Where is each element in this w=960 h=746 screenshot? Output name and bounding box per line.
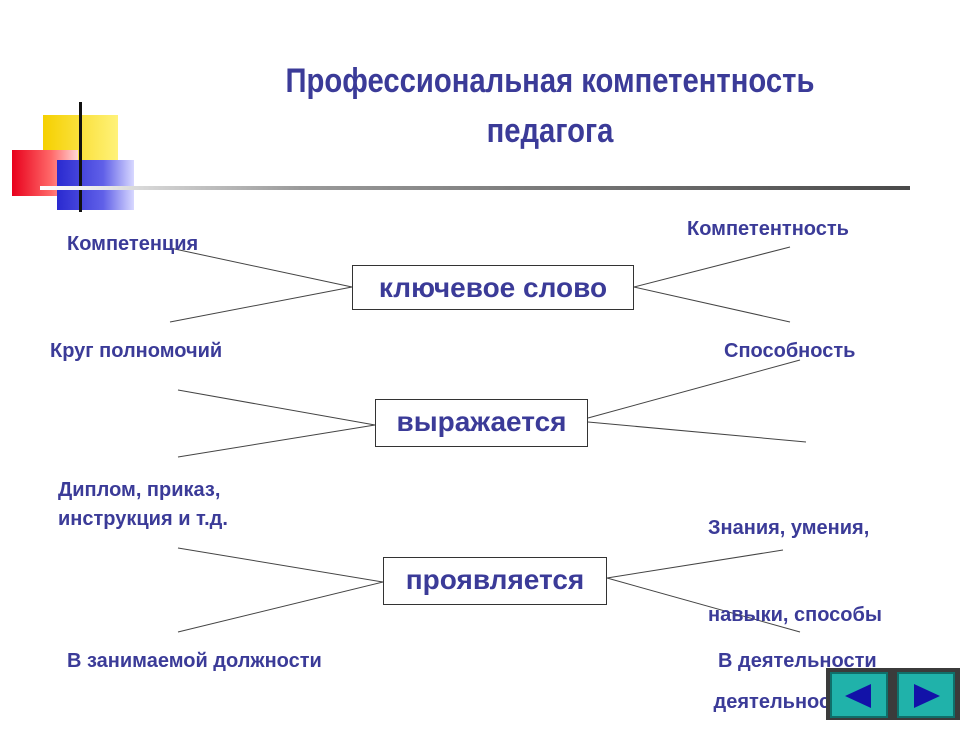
label-knowledge: Знания, умения, навыки, способы деятельн… xyxy=(708,456,882,746)
edge-documents-expressed xyxy=(177,424,376,458)
label-competency: Компетентность xyxy=(687,218,849,240)
connector-lines xyxy=(169,246,807,633)
label-documents-line-2: инструкция и т.д. xyxy=(58,508,228,530)
label-documents: Диплом, приказ, инструкция и т.д. xyxy=(58,476,228,534)
triangle-left-icon xyxy=(845,684,871,708)
edge-ability-keyword xyxy=(633,286,791,323)
node-expressed: выражается xyxy=(375,399,588,447)
title-underline xyxy=(40,186,910,190)
edge-ability-expressed xyxy=(587,359,801,419)
label-knowledge-line-2: навыки, способы xyxy=(708,604,882,626)
edge-competence-keyword xyxy=(169,247,353,288)
label-authority-scope: Круг полномочий xyxy=(50,340,223,362)
edge-competency-keyword xyxy=(633,246,791,288)
label-documents-line-1: Диплом, приказ, xyxy=(58,479,221,501)
decor-vertical-bar xyxy=(79,102,82,212)
node-manifested: проявляется xyxy=(383,557,607,605)
edge-position-manifested xyxy=(177,581,384,633)
edge-knowledge-expressed xyxy=(587,421,807,443)
next-slide-button[interactable] xyxy=(897,672,955,718)
slide-title-line-2: педагога xyxy=(486,112,614,150)
label-knowledge-line-3: деятельности xyxy=(708,691,853,713)
triangle-right-icon xyxy=(914,684,940,708)
label-competence: Компетенция xyxy=(67,233,199,255)
label-knowledge-line-1: Знания, умения, xyxy=(708,517,870,539)
label-in-position: В занимаемой должности xyxy=(67,650,322,672)
edge-authority-keyword xyxy=(169,286,353,323)
edge-knowledge-manifested xyxy=(606,549,784,579)
decor-blue-square xyxy=(57,160,134,210)
label-ability: Способность xyxy=(724,340,856,362)
prev-slide-button[interactable] xyxy=(830,672,888,718)
label-in-activity: В деятельности xyxy=(718,650,877,672)
edge-documents-manifested xyxy=(177,547,384,583)
edge-authority-expressed xyxy=(177,389,376,426)
node-keyword: ключевое слово xyxy=(352,265,634,310)
edge-activity-manifested xyxy=(606,577,801,633)
slide-title-line-1: Профессиональная компетентность xyxy=(285,62,815,100)
